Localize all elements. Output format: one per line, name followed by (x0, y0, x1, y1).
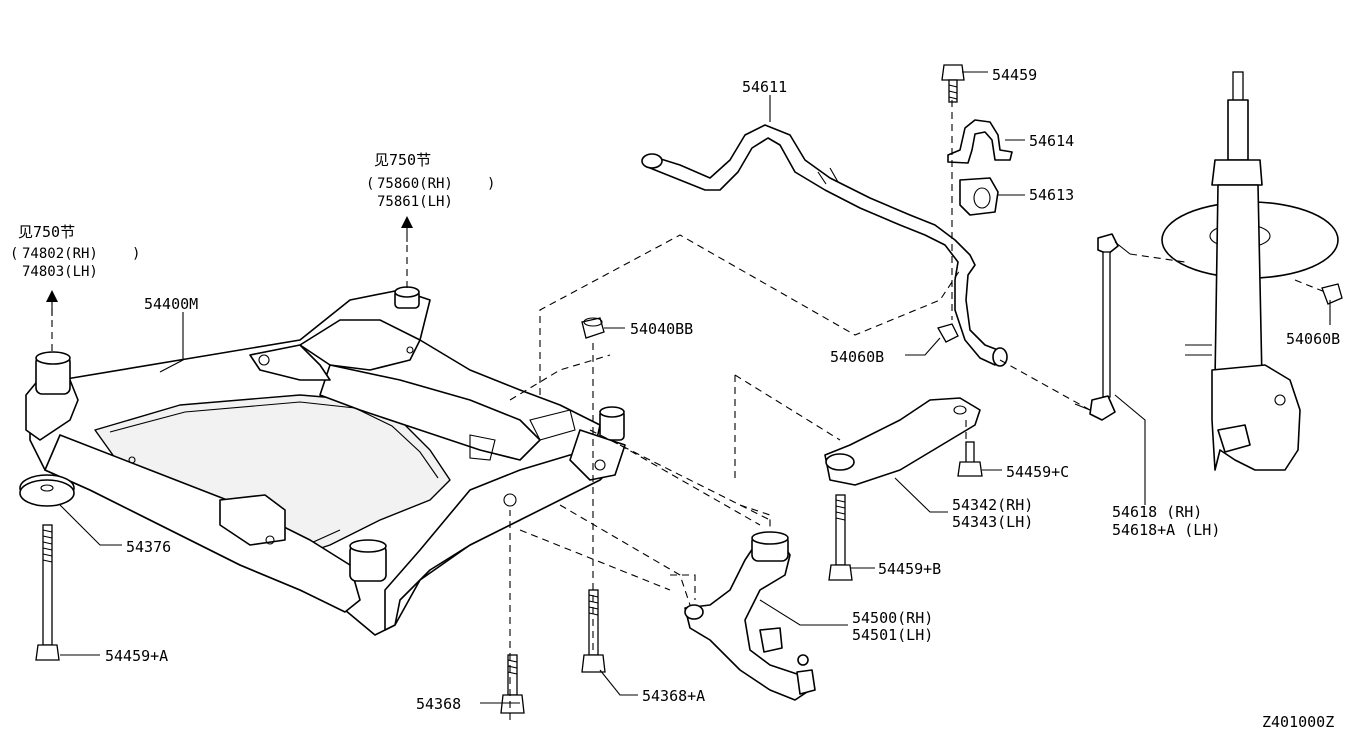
label-54060B-center: 54060B (830, 348, 884, 366)
label-54459: 54459 (992, 66, 1037, 84)
clamp-54614 (947, 119, 1013, 164)
washer-54376 (19, 474, 75, 507)
ref-left-paren-close: ) (132, 246, 140, 262)
label-54501-lh: 54501(LH) (852, 626, 933, 644)
nut-54040BB (581, 317, 605, 339)
nut-54060B-center (937, 323, 959, 343)
label-54400M: 54400M (144, 295, 198, 313)
bolt-54459C (957, 441, 983, 477)
ref-center-paren-close: ) (487, 176, 495, 192)
bolt-54459 (941, 64, 965, 103)
label-54613: 54613 (1029, 186, 1074, 204)
bolt-54368 (500, 654, 525, 714)
bushing-54613 (959, 177, 999, 216)
subframe-54400M (25, 286, 626, 636)
ref-left-block: 见750节 ( 74802(RH) 74803(LH) ) (10, 223, 140, 280)
ref-left-paren-open: ( (10, 246, 18, 262)
ref-center-line-2: 75861(LH) (377, 194, 453, 210)
diagram-id: Z401000Z (1262, 713, 1334, 731)
stabilizer-link-54618 (1074, 233, 1131, 421)
nut-54060B-right (1321, 283, 1343, 305)
label-54368A: 54368+A (642, 687, 705, 705)
label-54618A-lh: 54618+A (LH) (1112, 521, 1220, 539)
stabilizer-bar-54611 (641, 124, 1008, 367)
label-54376: 54376 (126, 538, 171, 556)
label-54368: 54368 (416, 695, 461, 713)
label-54459B: 54459+B (878, 560, 941, 578)
label-54343-lh: 54343(LH) (952, 513, 1033, 531)
label-54459A: 54459+A (105, 647, 168, 665)
ref-center-line-1: 75860(RH) (377, 176, 453, 192)
label-54342-rh: 54342(RH) (952, 496, 1033, 514)
ref-left-line-1: 74802(RH) (22, 246, 98, 262)
bolt-54459A (35, 524, 60, 661)
ref-center-block: 见750节 ( 75860(RH) 75861(LH) ) (366, 151, 495, 210)
strut-assembly (1161, 71, 1339, 471)
label-54618-rh: 54618 (RH) (1112, 503, 1202, 521)
arrow-up-icon-left (46, 290, 58, 302)
ref-left-line-2: 74803(LH) (22, 264, 98, 280)
ref-center-note: 见750节 (374, 151, 431, 169)
lower-arm-54500 (684, 531, 816, 701)
label-54459C: 54459+C (1006, 463, 1069, 481)
label-54611: 54611 (742, 78, 787, 96)
ref-left-note: 见750节 (18, 223, 75, 241)
label-54500-rh: 54500(RH) (852, 609, 933, 627)
label-54614: 54614 (1029, 132, 1074, 150)
leader-lines (59, 71, 1331, 704)
label-54040BB: 54040BB (630, 320, 693, 338)
dashed-callout-lines (51, 100, 1326, 720)
bolt-54459B (828, 494, 853, 581)
ref-center-paren-open: ( (366, 176, 374, 192)
label-54060B-right: 54060B (1286, 330, 1340, 348)
up-arrows (46, 216, 413, 316)
bracket-54342 (824, 397, 981, 486)
arrow-up-icon-center (401, 216, 413, 228)
